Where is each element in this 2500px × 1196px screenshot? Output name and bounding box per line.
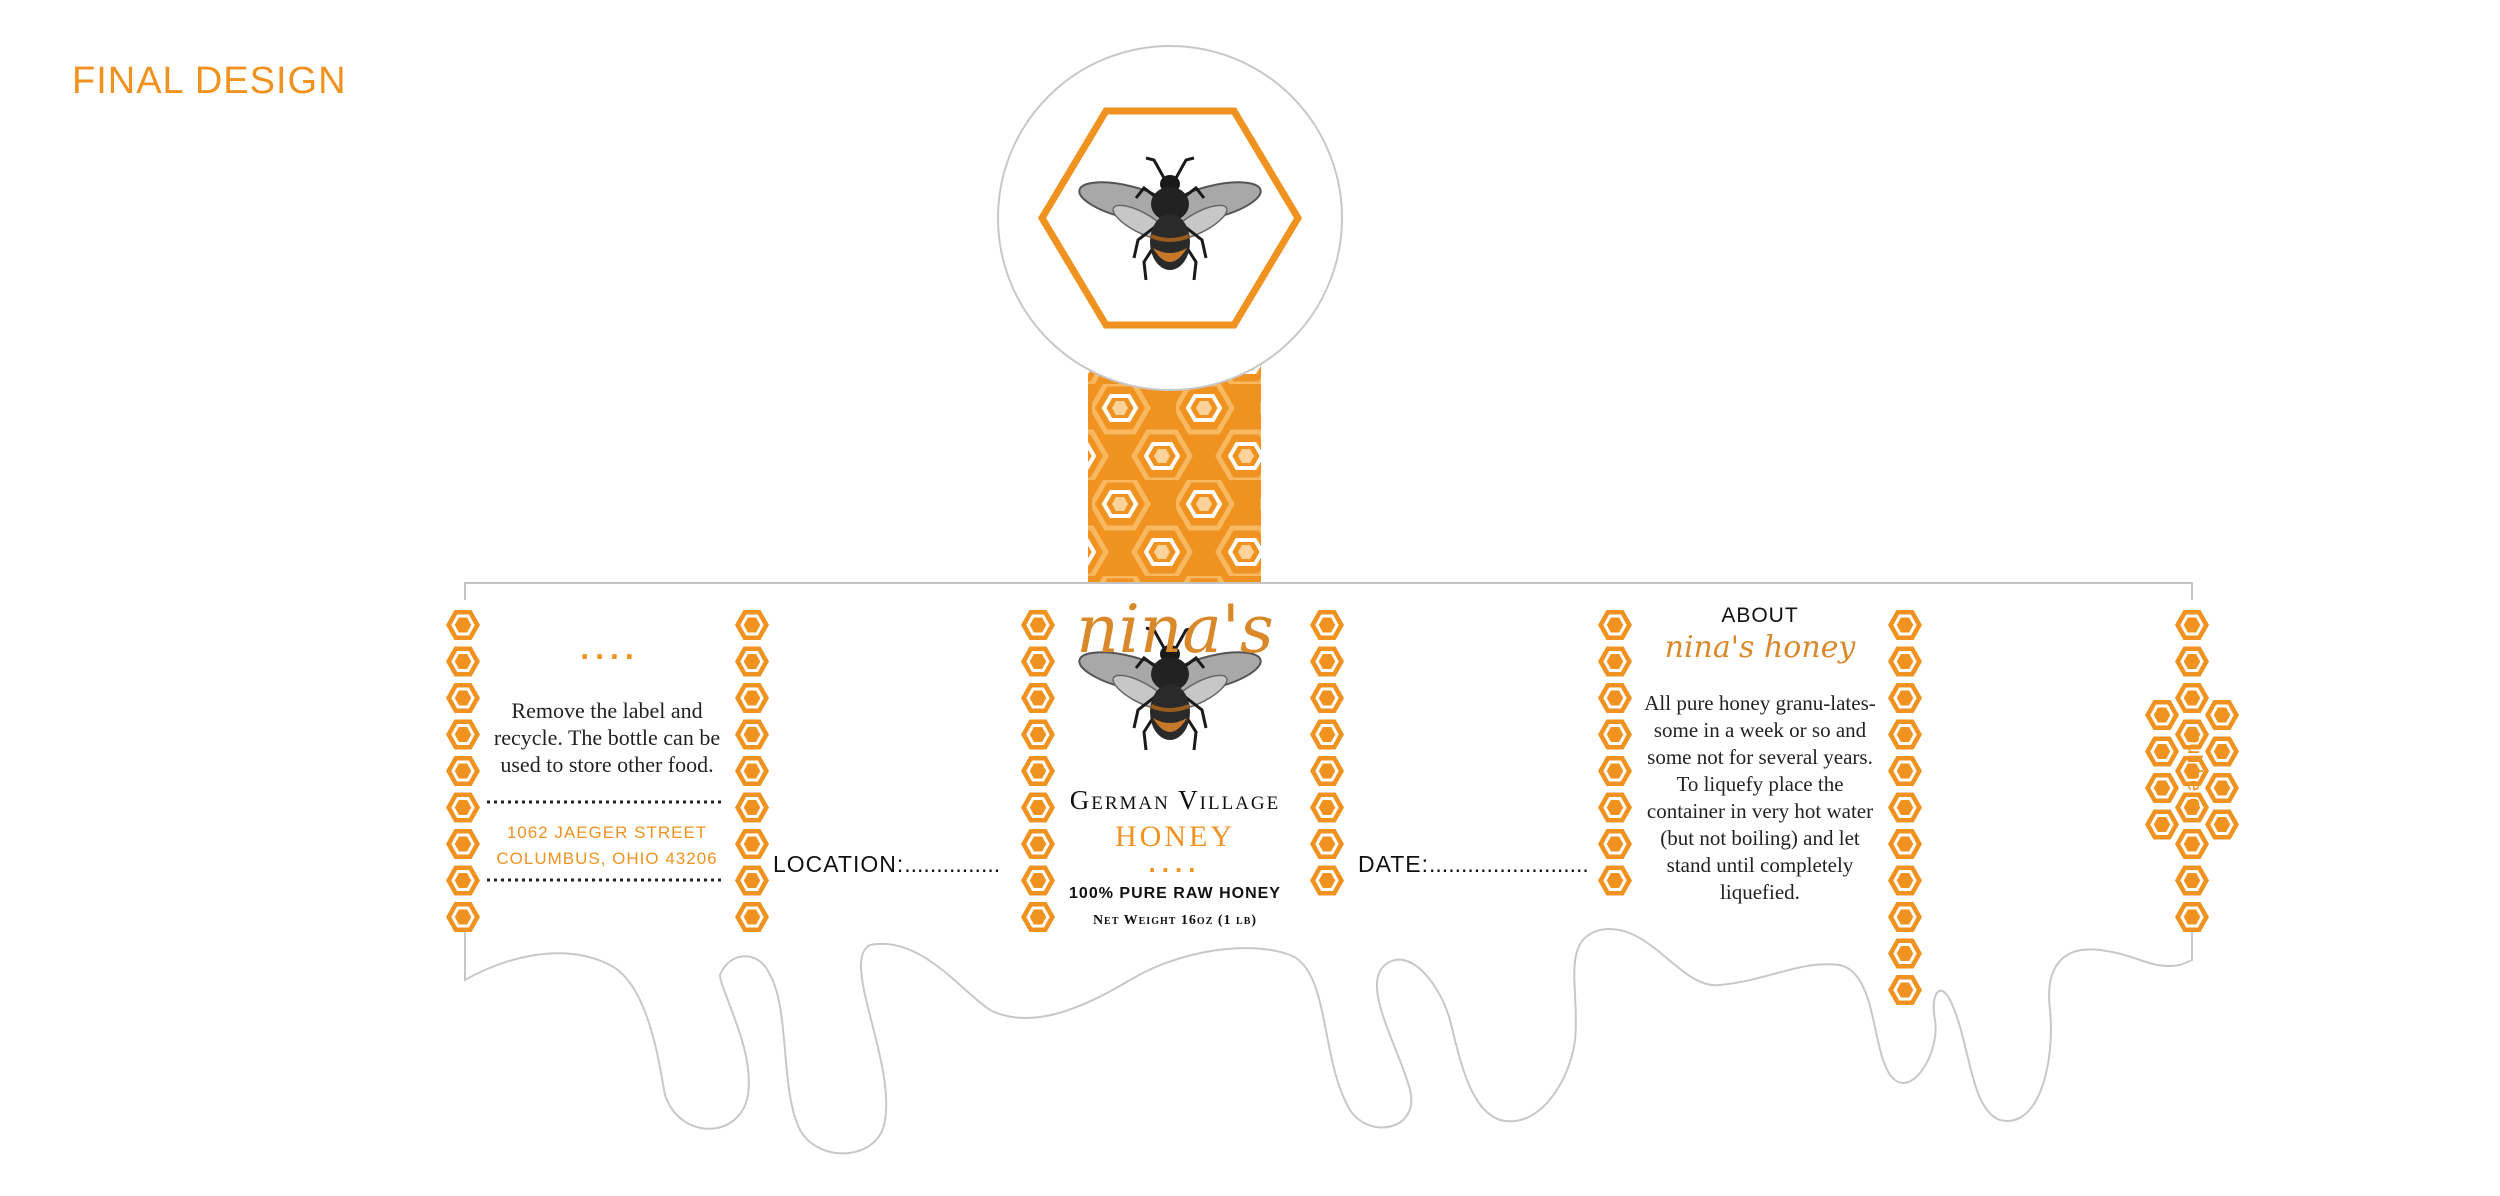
hex-cell xyxy=(733,718,771,751)
page-title: FINAL DESIGN xyxy=(72,60,347,102)
pull-tab-label: pull here xyxy=(2182,731,2205,809)
hex-cell xyxy=(733,754,771,788)
recycle-instructions: Remove the label and recycle. The bottle… xyxy=(493,698,721,777)
hex-column-back-left xyxy=(444,608,482,934)
honeycomb-strip xyxy=(1088,365,1261,583)
hex-cell xyxy=(444,827,482,861)
hex-cell xyxy=(1308,754,1346,788)
hex-cell xyxy=(733,681,771,715)
hex-cell xyxy=(1308,681,1346,715)
hex-column-about-right xyxy=(1886,608,1924,1007)
hex-cell xyxy=(1019,608,1057,642)
hex-cell xyxy=(444,864,482,897)
brand-name: nina's xyxy=(1076,591,1274,668)
hex-cell xyxy=(2173,608,2211,642)
hex-cell xyxy=(1019,900,1057,934)
about-heading: ABOUT xyxy=(1721,604,1799,627)
hex-cell xyxy=(1308,718,1346,751)
hex-cell xyxy=(444,900,482,934)
hex-cell xyxy=(1019,827,1057,861)
hex-cell xyxy=(1596,645,1634,678)
hex-cell xyxy=(733,827,771,861)
hex-column-front-right xyxy=(1308,608,1346,897)
date-label: DATE: xyxy=(1358,851,1430,877)
hex-cell xyxy=(2173,645,2211,678)
hex-cell xyxy=(1886,973,1924,1007)
hex-cell xyxy=(1596,864,1634,897)
hex-cell xyxy=(2173,900,2211,934)
hex-cell xyxy=(733,645,771,678)
hex-cell xyxy=(444,754,482,788)
date-blank: ......................... xyxy=(1429,851,1589,877)
hex-cell xyxy=(1308,645,1346,678)
seal-hexagon xyxy=(1037,107,1303,329)
hex-cell xyxy=(1886,608,1924,642)
front-panel-dots: .... xyxy=(1148,848,1202,878)
hex-cell xyxy=(444,608,482,642)
net-weight: Net Weight 16oz (1 lb) xyxy=(1092,913,1258,928)
hex-cell xyxy=(1308,827,1346,861)
hex-cell xyxy=(1308,791,1346,824)
hex-cell xyxy=(1596,718,1634,751)
hex-cell xyxy=(1886,754,1924,788)
hex-cell xyxy=(1886,645,1924,678)
hex-cell xyxy=(1019,645,1057,678)
hex-cell xyxy=(733,864,771,897)
hex-cell xyxy=(733,608,771,642)
hex-cell xyxy=(1596,754,1634,788)
hex-cell xyxy=(1596,791,1634,824)
label-top-edge xyxy=(464,582,2193,600)
location-blank: ............... xyxy=(904,851,1001,877)
hex-cell xyxy=(1886,791,1924,824)
hex-cell xyxy=(733,791,771,824)
hex-cell xyxy=(1886,900,1924,934)
hex-cell xyxy=(2173,827,2211,861)
hex-cell xyxy=(1019,754,1057,788)
hex-cell xyxy=(444,681,482,715)
bee-illustration-seal xyxy=(1078,156,1262,281)
hex-cell xyxy=(1886,827,1924,861)
hex-column-front-left xyxy=(1019,608,1057,934)
hex-cell xyxy=(444,718,482,751)
hex-cell xyxy=(1596,608,1634,642)
hex-cell xyxy=(1596,681,1634,715)
hex-cell xyxy=(2173,681,2211,715)
hex-cell xyxy=(1308,864,1346,897)
product-origin: German Village xyxy=(1069,785,1281,815)
honey-drip-outline xyxy=(464,928,2193,1155)
hex-cell xyxy=(444,645,482,678)
product-name: HONEY xyxy=(1115,820,1235,853)
hex-cell xyxy=(1596,827,1634,861)
hex-cell xyxy=(1019,681,1057,715)
address-street: 1062 JAEGER STREET xyxy=(506,823,708,842)
about-text: All pure honey granu-lates-some in a wee… xyxy=(1644,691,1876,904)
product-tagline: 100% PURE RAW HONEY xyxy=(1069,885,1281,902)
address-city: COLUMBUS, OHIO 43206 xyxy=(496,849,718,868)
location-label: LOCATION: xyxy=(773,851,905,877)
location-field: LOCATION:............... xyxy=(773,851,1000,878)
hex-cell xyxy=(1886,681,1924,715)
pull-tab[interactable]: pull here xyxy=(2163,720,2223,820)
hex-cell xyxy=(1886,718,1924,751)
date-field: DATE:......................... xyxy=(1358,851,1589,878)
hex-cell xyxy=(444,791,482,824)
hex-cell xyxy=(733,900,771,934)
hex-column-back-right xyxy=(733,608,771,934)
hex-column-about-left xyxy=(1596,608,1634,897)
back-panel-dots: .... xyxy=(580,630,640,666)
hex-cell xyxy=(1886,864,1924,897)
hex-cell xyxy=(1886,937,1924,970)
hex-cell xyxy=(1019,718,1057,751)
hex-cell xyxy=(2173,864,2211,897)
about-subheading: nina's honey xyxy=(1664,630,1856,665)
hex-cell xyxy=(1308,608,1346,642)
